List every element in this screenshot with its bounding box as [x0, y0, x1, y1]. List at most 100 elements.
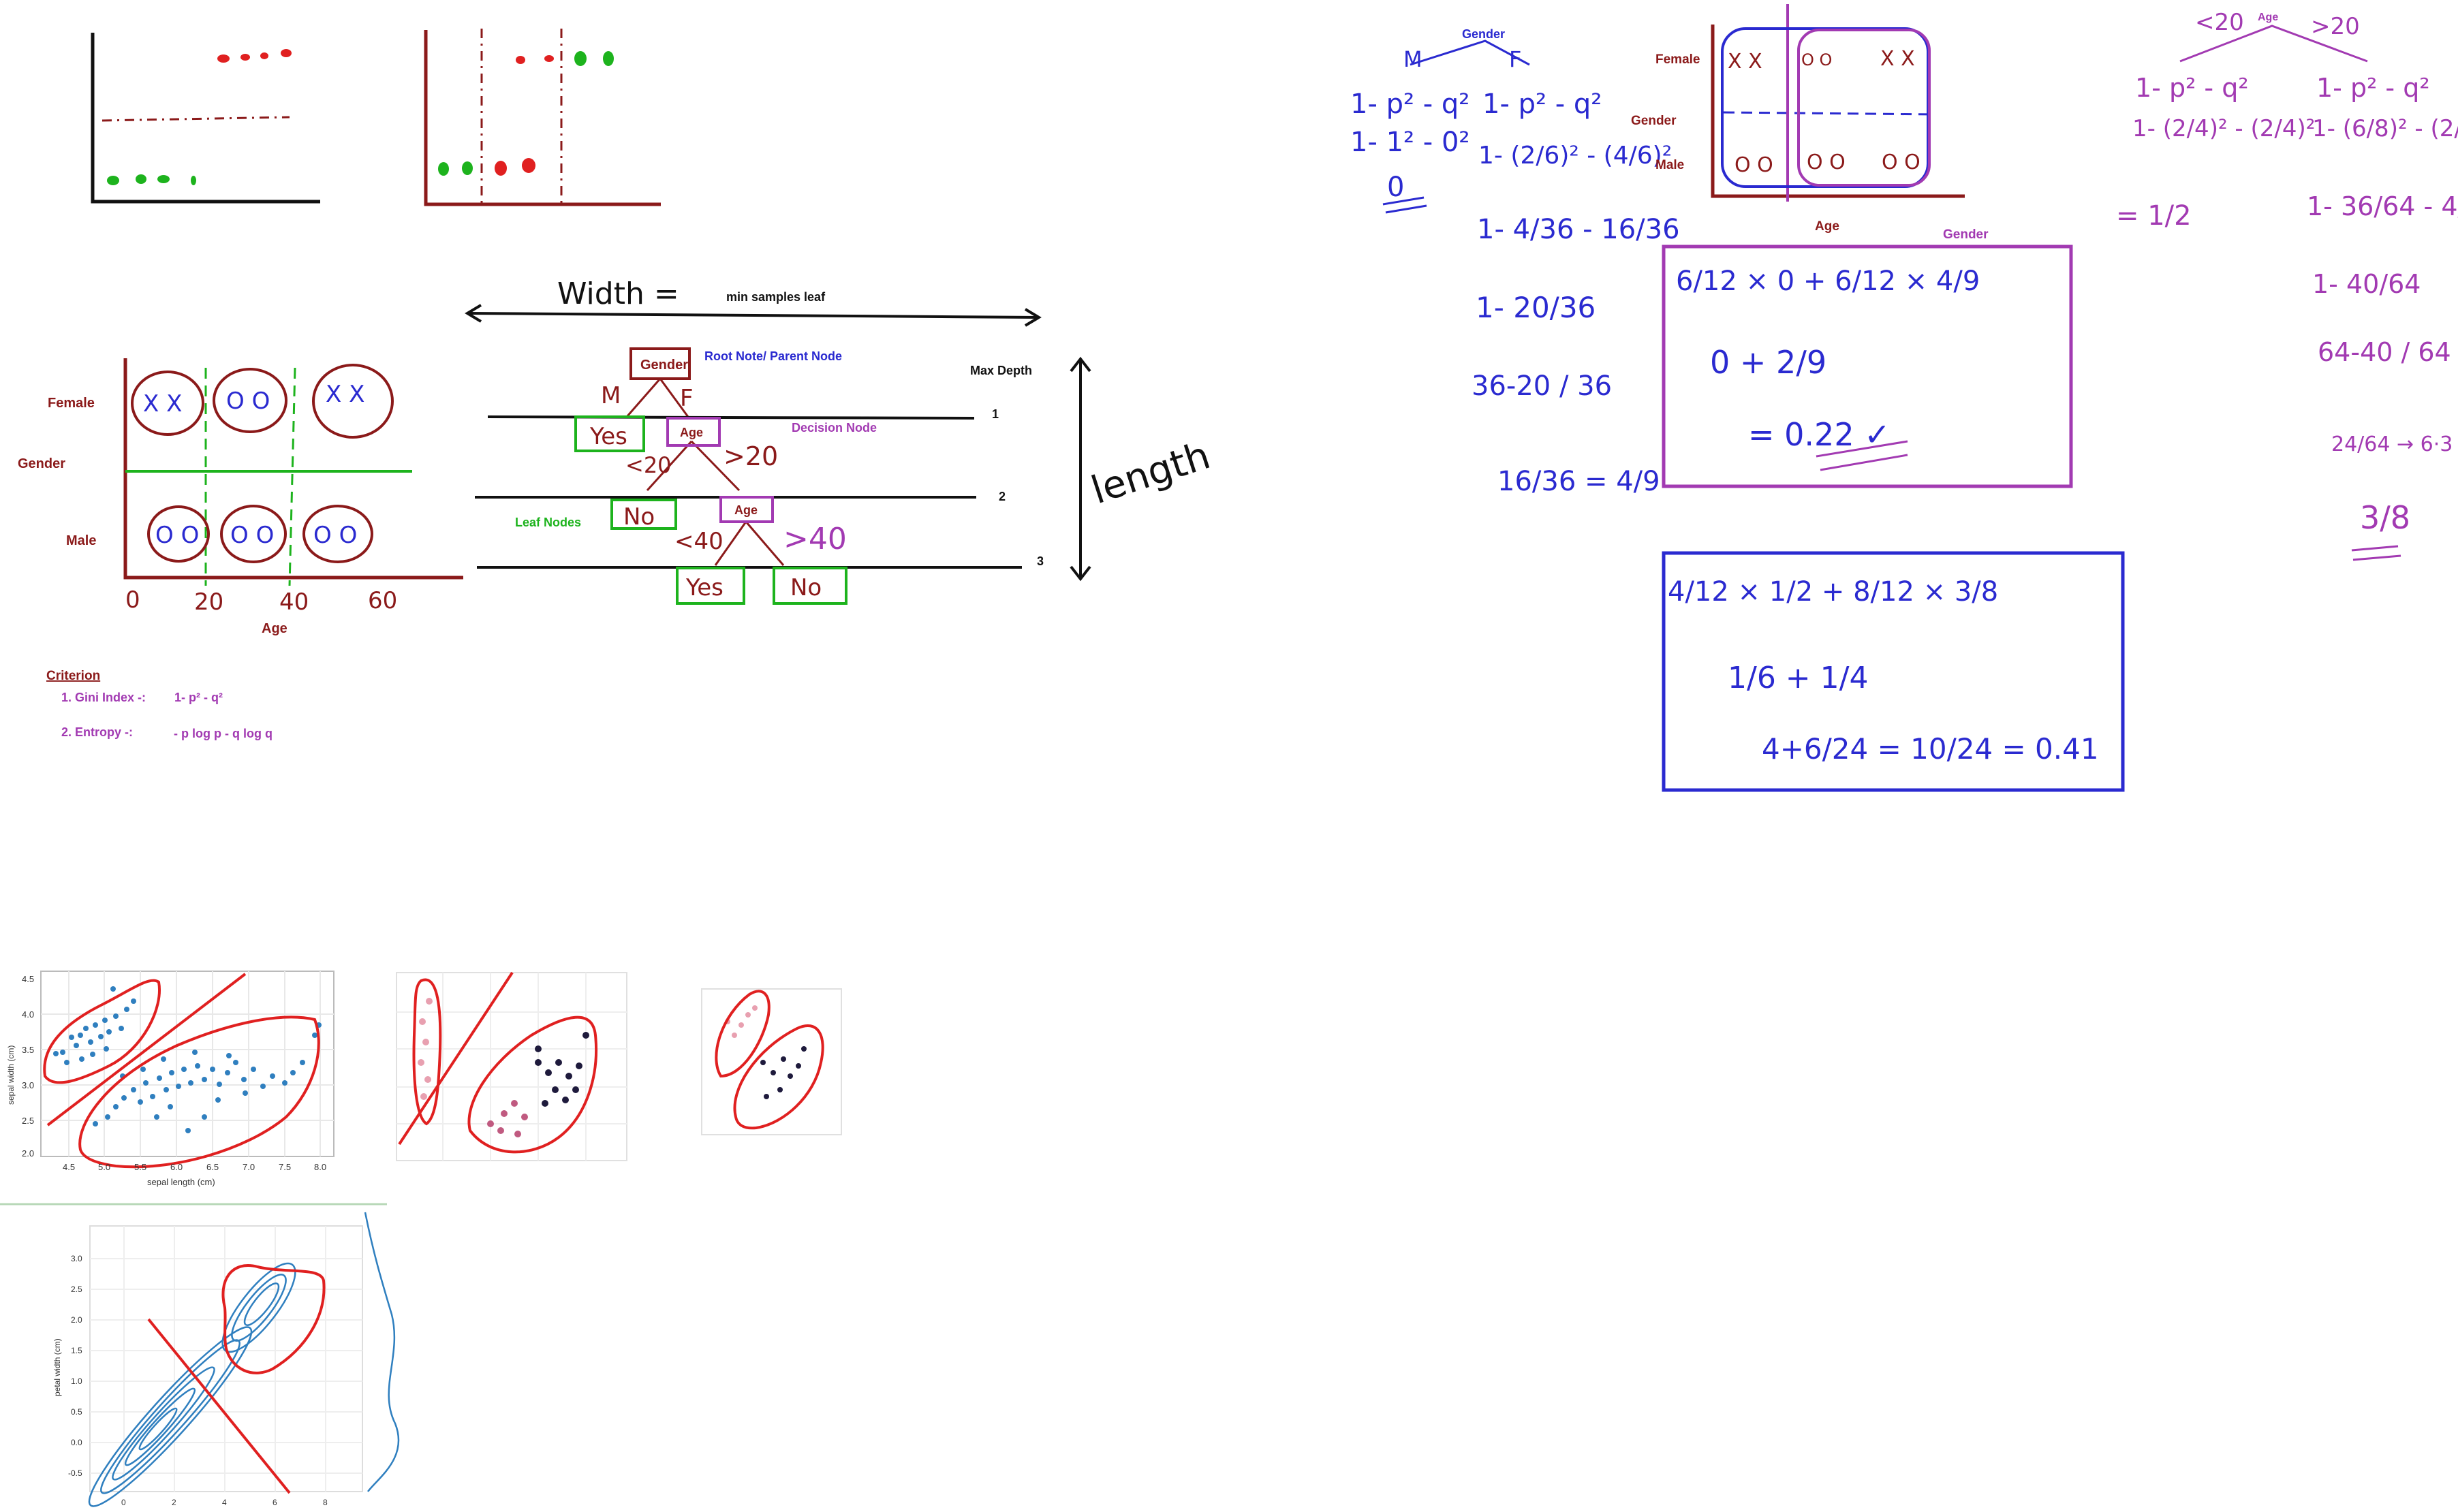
- kde-plot: 3.0 2.5 2.0 1.5 1.0 0.5 0.0 -0.5 0 2 4 6…: [0, 1203, 400, 1507]
- sketch1-dashed-split: [102, 116, 290, 122]
- age-half: = 1/2: [2116, 200, 2192, 232]
- blue-box-line3: 4+6/24 = 10/24 = 0.41: [1762, 732, 2099, 766]
- grid-marks: X X O O X X O O O O O O: [143, 381, 364, 549]
- iris-xtick-80: 8.0: [314, 1162, 326, 1172]
- entropy-label: 2. Entropy -:: [61, 725, 133, 739]
- age-r4: 1- 40/64: [2312, 269, 2421, 299]
- calc-zero-underline: [1382, 196, 1427, 214]
- grid-female-label: Female: [48, 396, 95, 411]
- purple-box-line2: 0 + 2/9: [1710, 344, 1826, 381]
- age-node-box-1: [666, 417, 721, 447]
- grid-mark-oo-4: O O: [313, 522, 357, 549]
- yes-leaf-label-1: Yes: [589, 423, 627, 450]
- no-leaf-box-1: [610, 499, 677, 530]
- iris-xtick-60: 6.0: [170, 1162, 183, 1172]
- decision-node-label: Decision Node: [792, 421, 877, 435]
- grid-cluster-circles: [131, 364, 394, 563]
- calc-line1-right: 1- p² - q²: [1482, 89, 1602, 120]
- blue-box-line2: 1/6 + 1/4: [1728, 661, 1868, 695]
- sketch-scatter-2: [424, 30, 661, 206]
- age-r6: 24/64 → 6·3 / 16·8: [2331, 432, 2458, 456]
- split-mark-oo-top: O O: [1801, 50, 1832, 69]
- kde-ytick-00: 0.0: [71, 1438, 82, 1447]
- length-arrow: [1070, 356, 1091, 582]
- length-label: length: [1086, 433, 1215, 513]
- iris-ytick-20: 2.0: [22, 1148, 34, 1159]
- age-line1-right: 1- p² - q²: [2316, 73, 2430, 103]
- no-leaf-label-1: No: [623, 503, 655, 531]
- calc-gender-label: Gender: [1462, 27, 1505, 41]
- iris-points: [53, 986, 322, 1133]
- age-node-label-1: Age: [680, 426, 703, 439]
- grid-age-label: Age: [262, 621, 287, 636]
- iris-ytick-40: 4.0: [22, 1009, 34, 1020]
- max-depth-label: Max Depth: [970, 364, 1032, 377]
- tree-branches: [625, 378, 785, 566]
- lt40-label: <40: [674, 528, 724, 555]
- kde-ytick-10: 1.0: [71, 1376, 82, 1386]
- kde-ytick-15: 1.5: [71, 1346, 82, 1355]
- iris-xtick-50: 5.0: [98, 1162, 110, 1172]
- purple-box-line3: = 0.22 ✓: [1748, 416, 1891, 453]
- purple-box-line1: 6/12 × 0 + 6/12 × 4/9: [1676, 266, 1980, 297]
- grid-male-label: Male: [66, 533, 96, 548]
- split-mark-oo-2: O O: [1807, 151, 1846, 174]
- leaf-nodes-label: Leaf Nodes: [515, 516, 581, 529]
- yes-leaf-label-2: Yes: [685, 574, 724, 601]
- iris-xtick-65: 6.5: [206, 1162, 219, 1172]
- depth-1-label: 1: [992, 407, 999, 421]
- criterion-title: Criterion: [46, 669, 100, 683]
- age-r7: 3/8: [2360, 499, 2410, 536]
- kde-xtick-0: 0: [121, 1498, 126, 1507]
- kde-x-ticks: 0 2 4 6 8: [121, 1498, 328, 1507]
- age-line2-left: 1- (2/4)² - (2/4)²: [2132, 115, 2315, 142]
- grid-tick-40: 40: [279, 588, 309, 616]
- grid-mark-oo-1: O O: [226, 388, 270, 415]
- gini-index-formula: 1- p² - q²: [174, 691, 223, 704]
- split-mark-xx-2: X X: [1880, 47, 1915, 71]
- calc-line5: 36-20 / 36: [1472, 371, 1612, 402]
- branch-f-label: F: [680, 385, 694, 412]
- sketch2-green-points: [438, 51, 614, 176]
- calc-f-label: F: [1509, 46, 1521, 72]
- iris-y-ticks: 4.5 4.0 3.5 3.0 2.5 2.0: [22, 974, 34, 1159]
- calc-m-label: M: [1403, 46, 1422, 72]
- blue-result-box: [1662, 551, 2125, 792]
- kde-ylabel: petal width (cm): [52, 1338, 62, 1396]
- calc-gender-split: [1410, 40, 1530, 66]
- age-r3: 1- 36/64 - 4/64: [2307, 191, 2458, 221]
- yes-leaf-box-1: [574, 415, 645, 452]
- kde-ytick-m05: -0.5: [68, 1468, 82, 1478]
- age-gt20-label: >20: [2311, 13, 2360, 40]
- blue-box-line1: 4/12 × 1/2 + 8/12 × 3/8: [1668, 576, 1998, 608]
- kde-xtick-4: 4: [222, 1498, 227, 1507]
- split-mark-oo-1: O O: [1734, 153, 1773, 177]
- age-node-label-2: Age: [734, 503, 758, 517]
- kde-contours: [88, 1212, 400, 1507]
- iris-ytick-30: 3.0: [22, 1080, 34, 1090]
- width-label: Width =: [557, 277, 679, 311]
- iris-xtick-70: 7.0: [243, 1162, 255, 1172]
- age-r7-underline: [2351, 545, 2401, 561]
- iris-ytick-25: 2.5: [22, 1116, 34, 1126]
- cluster-scatter-plot-1: [396, 971, 627, 1161]
- grid-mark-xx-1: X X: [143, 390, 182, 418]
- calc-line2-right: 1- (2/6)² - (4/6)²: [1478, 142, 1672, 170]
- split-chart: [1711, 4, 1965, 202]
- split-gender2-label: Gender: [1943, 227, 1989, 242]
- cluster-scatter-plot-2: [701, 988, 842, 1135]
- split-male-label: Male: [1655, 158, 1684, 172]
- split-female-label: Female: [1655, 52, 1700, 67]
- kde-xtick-8: 8: [323, 1498, 328, 1507]
- sketch1-red-points: [217, 49, 292, 63]
- purple-box-underline: [1816, 440, 1908, 471]
- age-node-box-2: [719, 496, 774, 523]
- kde-y-ticks: 3.0 2.5 2.0 1.5 1.0 0.5 0.0 -0.5: [68, 1254, 82, 1478]
- split-mark-xx: X X: [1728, 50, 1762, 74]
- split-gender-label: Gender: [1631, 114, 1677, 128]
- grid-mark-oo-2: O O: [155, 522, 199, 549]
- iris-ytick-45: 4.5: [22, 974, 34, 984]
- iris-ylabel: sepal width (cm): [6, 1045, 16, 1105]
- iris-xtick-45: 4.5: [63, 1162, 75, 1172]
- age-r5: 64-40 / 64: [2318, 337, 2451, 367]
